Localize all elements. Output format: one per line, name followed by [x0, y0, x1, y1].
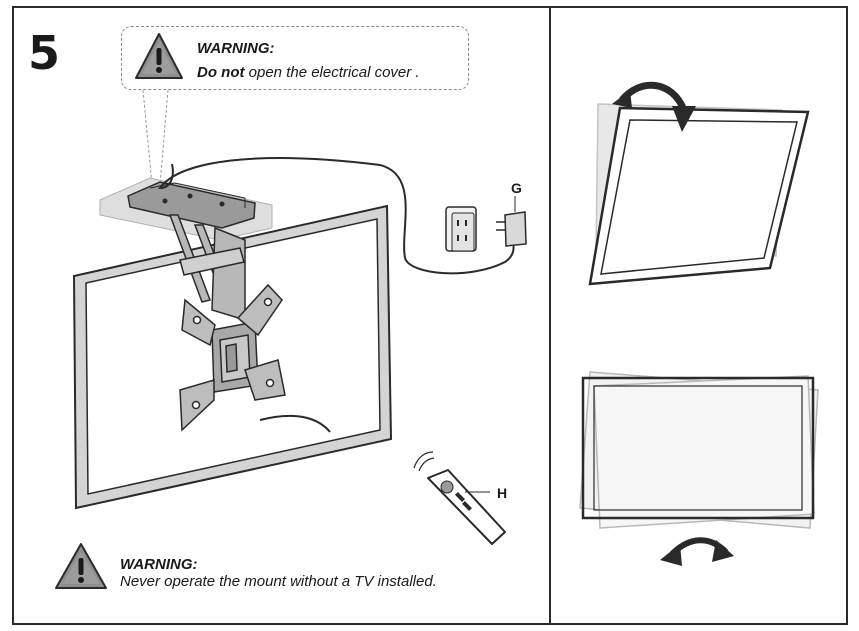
rotate-arrow-icon	[612, 81, 696, 132]
warning-top-title: WARNING:	[197, 40, 275, 57]
warning-bottom-text: Never operate the mount without a TV ins…	[120, 573, 437, 590]
warning-callout-top	[121, 26, 469, 90]
remote-control	[413, 451, 506, 545]
power-cable	[158, 157, 515, 275]
tv-swivel-illustration	[579, 371, 819, 529]
ceiling-mount-base	[99, 177, 273, 241]
callout-g: G	[511, 180, 522, 196]
warning-top-body: open the electrical cover .	[244, 64, 420, 81]
swivel-arrow-icon	[660, 537, 734, 566]
warning-triangle-icon	[55, 543, 107, 589]
power-adapter	[496, 196, 527, 247]
warning-bottom-title: WARNING:	[120, 556, 198, 573]
panel-divider	[549, 6, 551, 625]
vesa-bracket	[179, 283, 286, 432]
tv-tilt-illustration	[588, 103, 810, 286]
warning-top-text: Do not open the electrical cover .	[197, 64, 420, 81]
wall-outlet	[445, 206, 477, 252]
warning-triangle-icon	[135, 33, 183, 79]
step-number: 5	[28, 26, 61, 80]
instruction-frame	[12, 6, 848, 625]
warning-top-emphasis: Do not	[197, 64, 245, 81]
callout-h: H	[497, 485, 508, 501]
